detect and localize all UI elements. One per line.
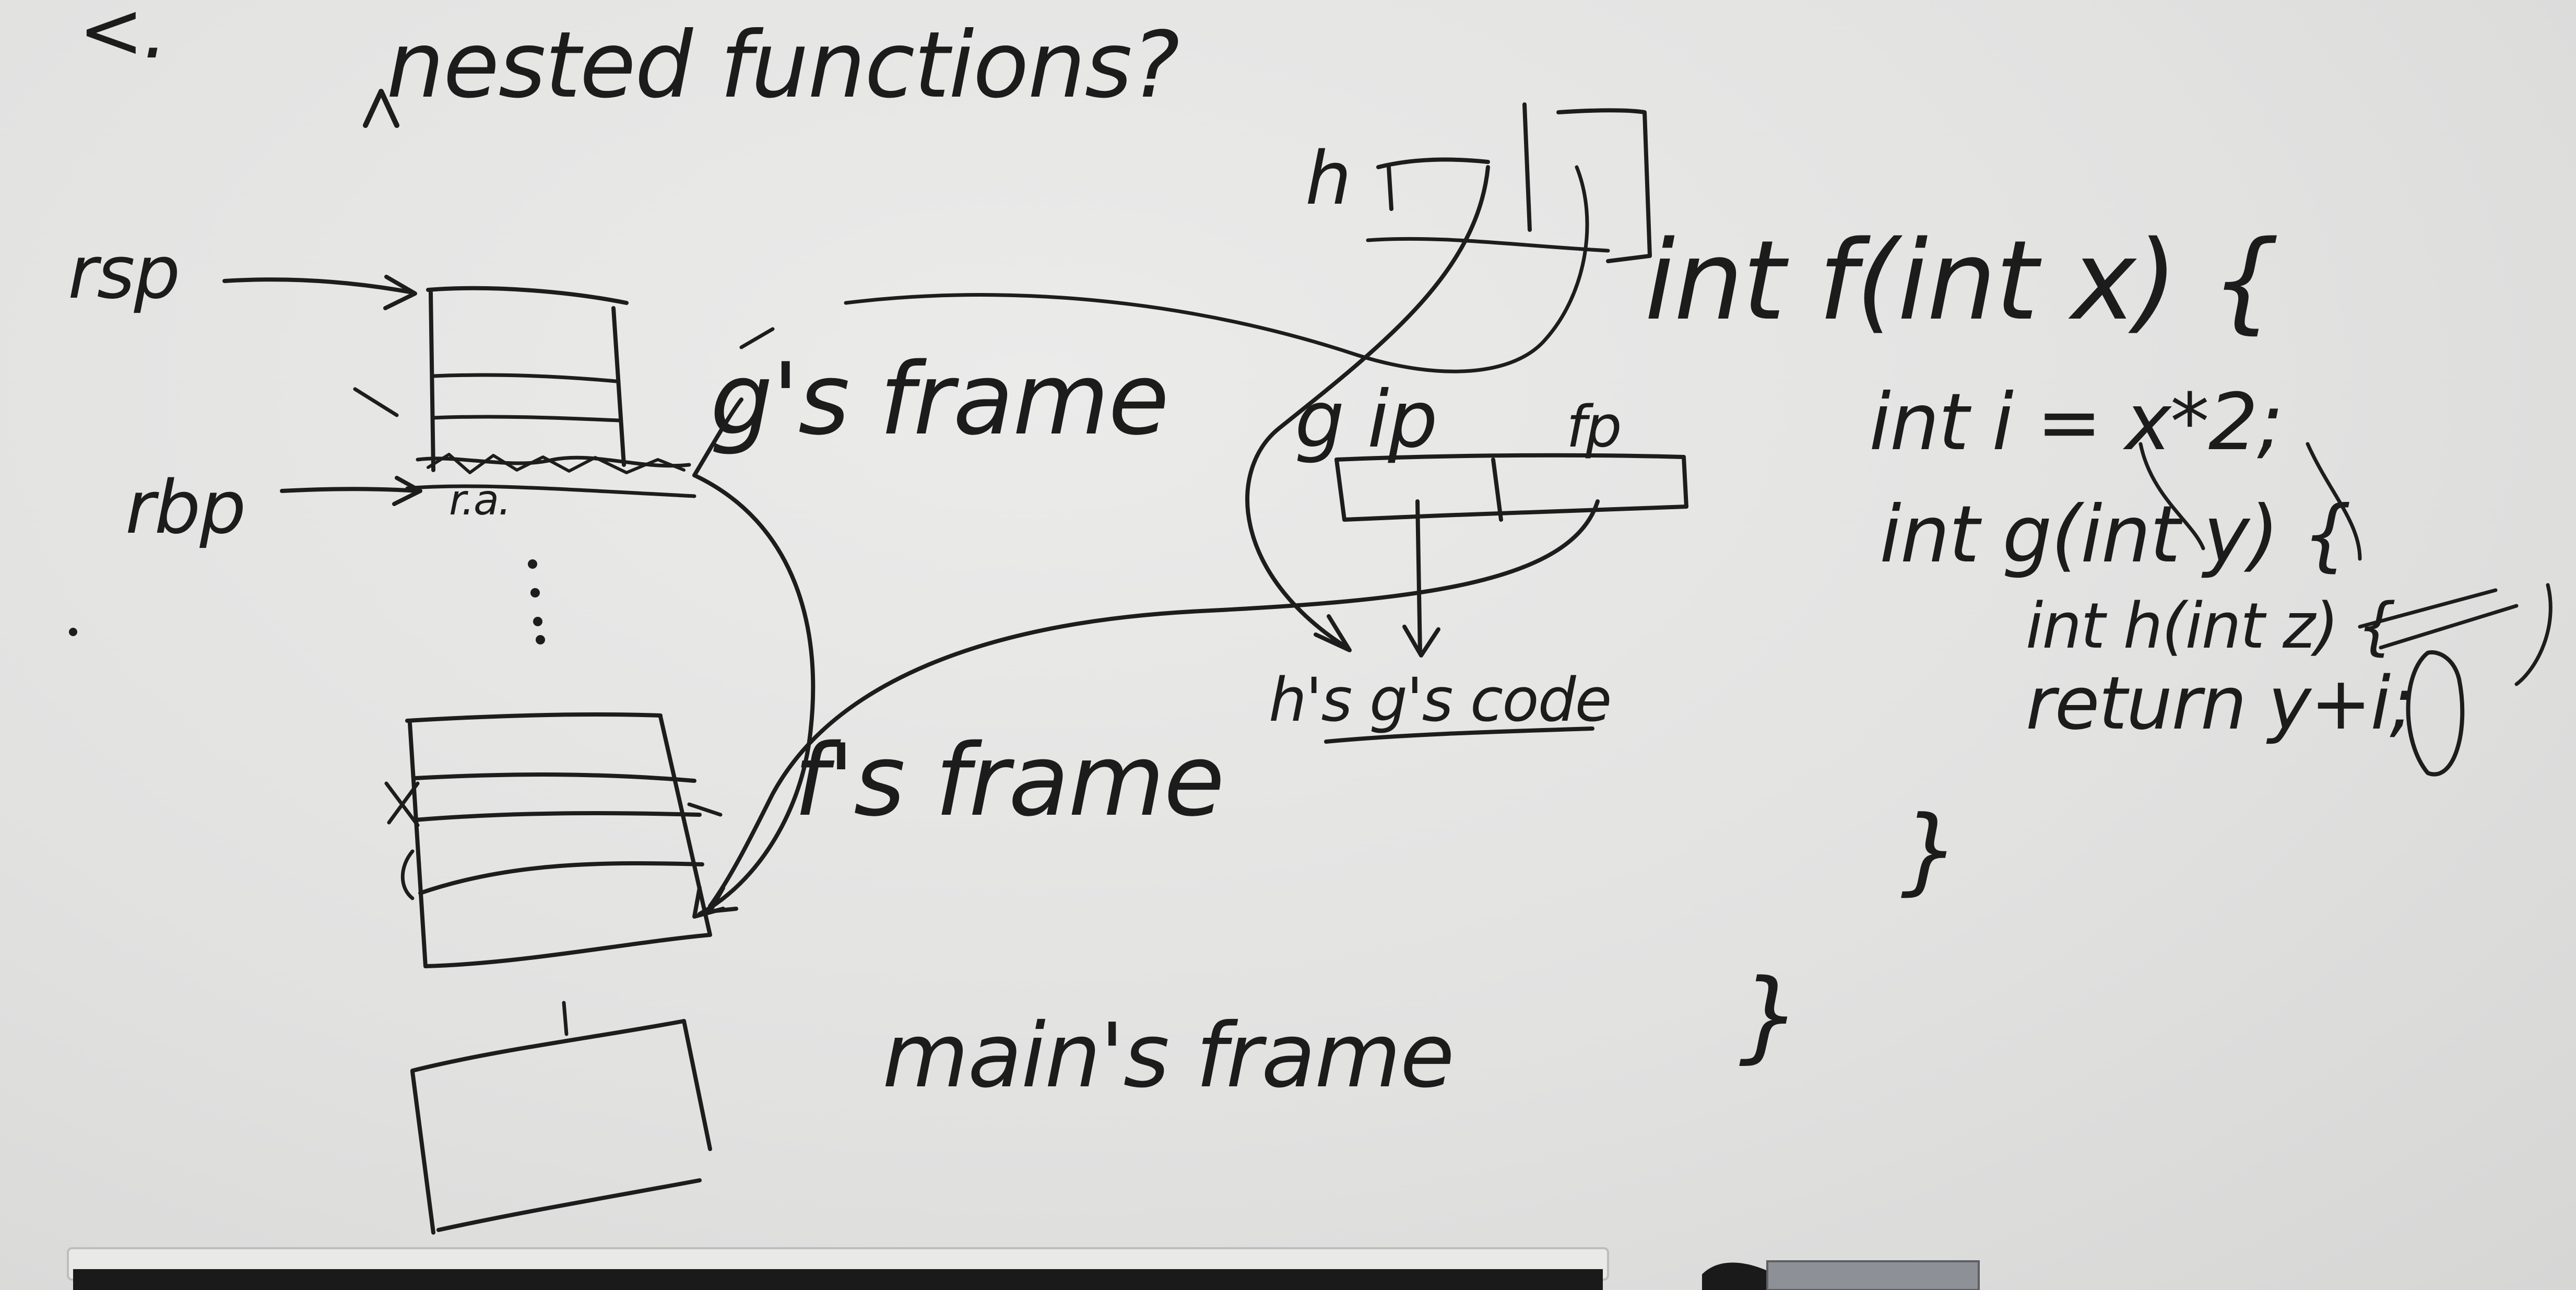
code-scribble — [2358, 588, 2519, 650]
fp-to-f-frame-link — [708, 499, 1600, 908]
f-frame-label: f's frame — [794, 723, 1224, 838]
h-pair-top — [1376, 157, 1490, 169]
circled-i — [2406, 650, 2465, 777]
f-frame-right-side — [658, 714, 712, 937]
g-frame-left-side — [429, 290, 435, 472]
main-frame-label: main's frame — [882, 1004, 1454, 1108]
fp-label: fp — [1566, 393, 1621, 460]
h-pair-box — [1556, 108, 1652, 263]
h-pair-left — [1387, 165, 1393, 211]
ip-to-code-arrow — [1415, 499, 1422, 655]
marker-tray — [73, 1269, 1603, 1290]
code-line-7: } — [1739, 958, 1801, 1073]
main-frame-bottom-line — [436, 1178, 702, 1232]
ip-arrowhead — [1402, 625, 1440, 658]
tray-clip — [1766, 1260, 1980, 1290]
code-line-1: int f(int x) { — [1645, 217, 2279, 345]
link-to-f-frame — [692, 473, 816, 916]
rbp-label: rbp — [125, 465, 245, 550]
g-frame-right-side — [611, 306, 626, 467]
code-line-2: int i = x*2; — [1869, 377, 2283, 468]
f-frame-slot-line — [413, 811, 702, 822]
code-scribble — [2306, 442, 2362, 561]
g-frame-slot-line — [431, 373, 618, 383]
stray-dot — [69, 628, 77, 636]
marker-cap — [1702, 1262, 1775, 1290]
frame-separator-mark — [562, 1001, 569, 1036]
code-scribble — [2514, 583, 2553, 686]
g-frame-label: g's frame — [710, 342, 1168, 457]
h-arrowhead — [1314, 614, 1352, 652]
code-line-3: int g(int y) { — [1880, 489, 2351, 580]
main-frame-top-line — [410, 1019, 686, 1073]
prime-mark — [739, 327, 775, 349]
rsp-arrowhead — [383, 275, 417, 310]
f-frame-tick — [687, 802, 723, 817]
f-frame-bottom-line — [423, 933, 712, 968]
link-to-f-frame — [692, 397, 743, 477]
main-frame-left-side — [410, 1070, 435, 1235]
g-pair-left — [1334, 458, 1346, 522]
g-frame-tick — [353, 387, 399, 417]
code-label: h's g's code — [1269, 665, 1611, 735]
ra-slot-line — [405, 484, 696, 498]
rsp-arrow — [222, 277, 415, 295]
g-pair-bottom — [1342, 505, 1688, 522]
scribbled-slot — [427, 453, 686, 474]
rbp-arrowhead — [392, 476, 422, 506]
h-pair-divider — [1522, 102, 1532, 232]
g-pair-divider — [1491, 458, 1503, 522]
insert-caret-mark — [363, 89, 399, 128]
code-line-5: return y+i; — [2026, 661, 2413, 746]
rsp-label: rsp — [68, 230, 179, 315]
code-scribble — [2138, 442, 2205, 550]
ellipsis-dot — [533, 617, 542, 626]
f-frame-slot-line — [418, 861, 704, 895]
i-slot-marker — [400, 849, 415, 900]
return-address-label: r.a. — [449, 476, 510, 524]
code-line-4: int h(int z) { — [2026, 590, 2395, 663]
rbp-arrow — [280, 487, 420, 493]
g-pair-top — [1334, 453, 1686, 462]
f-frame-slot-line — [413, 772, 696, 783]
h-pair-bottom — [1366, 237, 1610, 253]
code-line-6: } — [1900, 796, 1959, 905]
x-slot-marker — [384, 781, 420, 827]
fp-arrowhead — [708, 886, 738, 913]
ellipsis-dot — [536, 635, 545, 644]
g-pair-right — [1682, 455, 1688, 509]
h-to-code-arrow — [1245, 165, 1490, 650]
g-frame-top-line — [426, 286, 629, 305]
f-frame-left-side — [408, 721, 428, 968]
g-ip-label: g ip — [1295, 374, 1437, 465]
g-frame-slot-line — [431, 415, 621, 423]
main-frame-right-side — [682, 1019, 712, 1151]
f-frame-top-line — [405, 712, 663, 723]
title-text: nested functions? — [386, 13, 1179, 119]
ellipsis-dot — [528, 559, 537, 569]
code-underline — [1324, 726, 1594, 744]
link-g-frame-to-h — [844, 165, 1589, 373]
ellipsis-dot — [530, 588, 540, 597]
title-prefix: <. — [78, 0, 167, 76]
h-label: h — [1305, 136, 1351, 221]
